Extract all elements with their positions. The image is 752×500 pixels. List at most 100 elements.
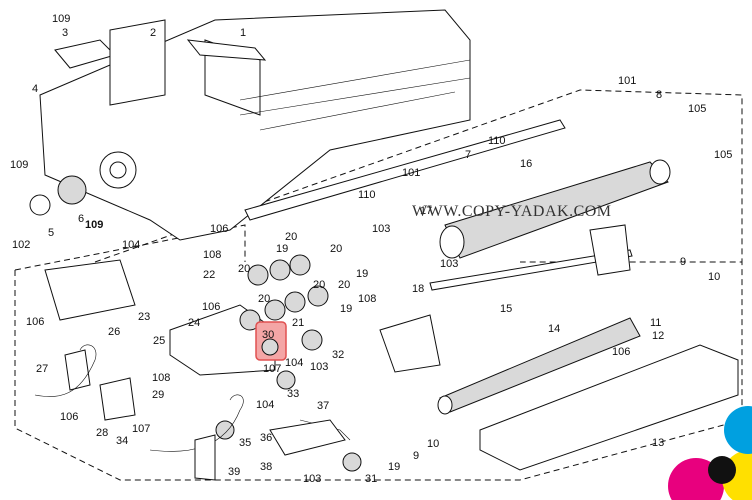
callout-label-21: 21: [292, 317, 304, 329]
shaft-15: [429, 249, 633, 291]
callout-label-9: 9: [413, 450, 419, 462]
brand-corner-logo: [668, 406, 752, 500]
callout-label-110: 110: [488, 135, 506, 147]
harness-27: [34, 344, 97, 397]
callout-label-30: 30: [262, 329, 274, 341]
callout-label-19: 19: [276, 243, 288, 255]
sensor-27: [64, 349, 91, 391]
callout-label-26: 26: [108, 326, 120, 338]
bracket-26: [44, 259, 136, 321]
callout-label-110: 110: [358, 189, 376, 201]
gear-assembly: [169, 254, 441, 472]
callout-label-35: 35: [239, 437, 251, 449]
callout-label-12: 12: [652, 330, 664, 342]
callout-label-106: 106: [210, 223, 228, 235]
callout-label-19: 19: [388, 461, 400, 473]
watermark: WWW.COPY-YADAK.COM: [412, 203, 612, 220]
callout-label-28: 28: [96, 427, 108, 439]
callout-label-18: 18: [412, 283, 424, 295]
callout-label-19: 19: [340, 303, 352, 315]
callout-label-108: 108: [358, 293, 376, 305]
callout-label-106: 106: [26, 316, 44, 328]
callout-label-20: 20: [238, 263, 250, 275]
callout-label-7: 7: [465, 149, 471, 161]
callout-label-23: 23: [138, 311, 150, 323]
bracket-right: [589, 224, 631, 276]
callout-label-20: 20: [338, 279, 350, 291]
gear-30: [261, 338, 279, 356]
callout-label-1: 1: [240, 27, 246, 39]
callout-label-22: 22: [203, 269, 215, 281]
callout-label-17: 17: [420, 205, 432, 217]
upper-boundary: [94, 89, 743, 263]
callout-label-104: 104: [122, 239, 140, 251]
callout-label-104: 104: [256, 399, 274, 411]
tray-13: [479, 344, 739, 471]
roller-14: [437, 317, 641, 415]
callout-label-103: 103: [310, 361, 328, 373]
callout-label-109: 109: [85, 219, 103, 231]
callout-label-105: 105: [714, 149, 732, 161]
callout-label-109: 109: [10, 159, 28, 171]
callout-label-101: 101: [618, 75, 636, 87]
callout-label-20: 20: [313, 279, 325, 291]
harness-34: [149, 394, 244, 452]
rear-frame: [29, 9, 566, 241]
callout-label-34: 34: [116, 435, 128, 447]
callout-label-19: 19: [356, 268, 368, 280]
callout-label-31: 31: [365, 473, 377, 485]
callout-label-6: 6: [78, 213, 84, 225]
callout-label-5: 5: [48, 227, 54, 239]
lower-boundary: [14, 224, 743, 481]
callout-label-3: 3: [62, 27, 68, 39]
callout-label-103: 103: [303, 473, 321, 485]
callout-label-106: 106: [612, 346, 630, 358]
callout-label-101: 101: [402, 167, 420, 179]
callout-label-108: 108: [152, 372, 170, 384]
callout-label-107: 107: [132, 423, 150, 435]
callout-label-2: 2: [150, 27, 156, 39]
callout-label-107: 107: [263, 363, 281, 375]
callout-label-106: 106: [60, 411, 78, 423]
callout-label-32: 32: [332, 349, 344, 361]
callout-label-104: 104: [285, 357, 303, 369]
callout-label-15: 15: [500, 303, 512, 315]
callout-label-8: 8: [656, 89, 662, 101]
callout-label-4: 4: [32, 83, 38, 95]
callout-label-39: 39: [228, 466, 240, 478]
callout-label-13: 13: [652, 437, 664, 449]
callout-label-14: 14: [548, 323, 560, 335]
bracket-38: [269, 419, 346, 456]
callout-label-20: 20: [258, 293, 270, 305]
callout-label-20: 20: [330, 243, 342, 255]
brand-blob-cyan: [724, 406, 752, 454]
callout-label-109: 109: [52, 13, 70, 25]
bracket-28: [99, 377, 136, 421]
callout-label-105: 105: [688, 103, 706, 115]
callout-label-10: 10: [708, 271, 720, 283]
callout-label-9: 9: [680, 256, 686, 268]
callout-label-29: 29: [152, 389, 164, 401]
callout-label-36: 36: [260, 432, 272, 444]
callout-label-102: 102: [12, 239, 30, 251]
callout-label-10: 10: [427, 438, 439, 450]
callout-label-38: 38: [260, 461, 272, 473]
roller-16: [439, 159, 671, 259]
callout-label-33: 33: [287, 388, 299, 400]
callout-label-103: 103: [372, 223, 390, 235]
callout-label-16: 16: [520, 158, 532, 170]
callout-label-27: 27: [36, 363, 48, 375]
bracket-39: [194, 434, 216, 481]
callout-label-37: 37: [317, 400, 329, 412]
brand-blob-black: [708, 456, 736, 484]
callout-label-20: 20: [285, 231, 297, 243]
callout-label-103: 103: [440, 258, 458, 270]
callout-label-11: 11: [650, 317, 661, 329]
callout-label-106: 106: [202, 301, 220, 313]
callout-label-24: 24: [188, 317, 200, 329]
callout-label-108: 108: [203, 249, 221, 261]
callout-label-25: 25: [153, 335, 165, 347]
